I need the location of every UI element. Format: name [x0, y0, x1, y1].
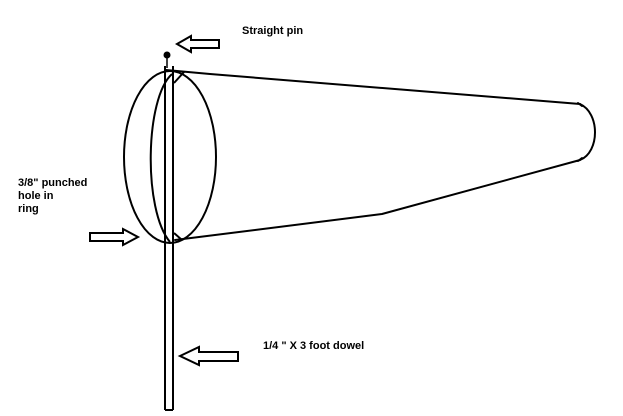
ring-attach-bottom [173, 232, 183, 241]
dowel [164, 66, 174, 411]
punched-hole-label-line-1: 3/8" punched [18, 177, 88, 189]
hole-arrow-icon [89, 227, 141, 247]
arrows [89, 34, 239, 367]
tail-tick-bottom [577, 157, 583, 162]
straight-pin-head [163, 51, 171, 59]
mouth-ring [123, 70, 217, 244]
cone-bottom-edge [174, 159, 581, 241]
ring-attach-top [173, 71, 185, 84]
ring-inner-arc [149, 73, 173, 243]
dowel-arrow-icon [177, 345, 239, 367]
tail-tick-top [577, 102, 583, 107]
punched-hole-label-line-3: ring [18, 203, 39, 215]
dowel-label: 1/4 " X 3 foot dowel [263, 340, 365, 352]
cone-top-edge [165, 69, 581, 105]
punched-hole-label: 3/8" punched hole in ring [18, 177, 87, 216]
windsock-cone [165, 69, 596, 241]
straight-pin-label: Straight pin [242, 25, 304, 37]
pin-arrow-icon [174, 34, 220, 54]
cone-tail-ring [579, 103, 596, 161]
punched-hole-label-line-2: hole in [18, 190, 54, 202]
ring-outer-ellipse [123, 70, 217, 244]
